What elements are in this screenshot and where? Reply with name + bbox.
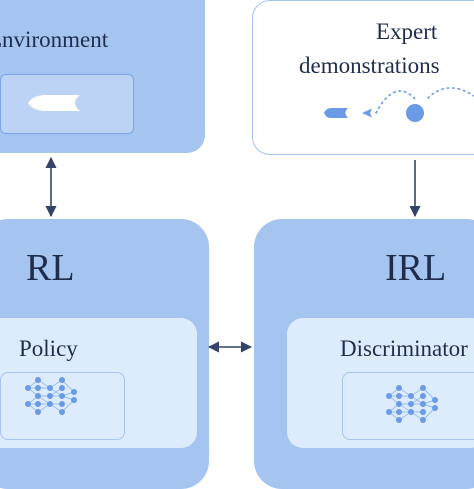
agent-icon (28, 95, 80, 111)
discriminator-network-frame (342, 372, 474, 440)
diagram-overlay (25, 87, 474, 423)
expert-title-line2: demonstrations (299, 53, 440, 78)
neural-network-icon (25, 377, 77, 415)
policy-label: Policy (19, 336, 78, 361)
expert-demonstrations-block (252, 0, 474, 155)
trajectory-icon (324, 87, 474, 122)
rl-title: RL (26, 247, 75, 289)
environment-title: Environment (0, 27, 109, 52)
discriminator-label: Discriminator (340, 336, 468, 361)
neural-network-icon (386, 385, 438, 423)
expert-title-line1: Expert (376, 19, 438, 44)
irl-title: IRL (385, 247, 447, 289)
